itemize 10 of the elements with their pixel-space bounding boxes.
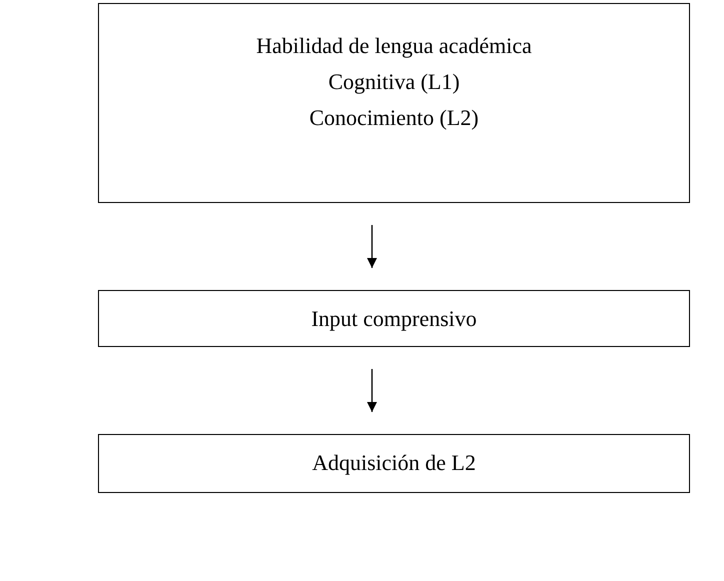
arrow — [367, 369, 377, 412]
arrow — [367, 225, 377, 268]
box-text: Cognitiva (L1) — [328, 68, 460, 96]
box-text: Input comprensivo — [311, 305, 477, 333]
process-box — [98, 290, 690, 347]
box-text: Habilidad de lengua académica — [256, 32, 532, 60]
process-box — [98, 434, 690, 493]
box-text: Conocimiento (L2) — [309, 104, 479, 132]
process-box — [98, 3, 690, 203]
box-text: Adquisición de L2 — [312, 449, 476, 477]
